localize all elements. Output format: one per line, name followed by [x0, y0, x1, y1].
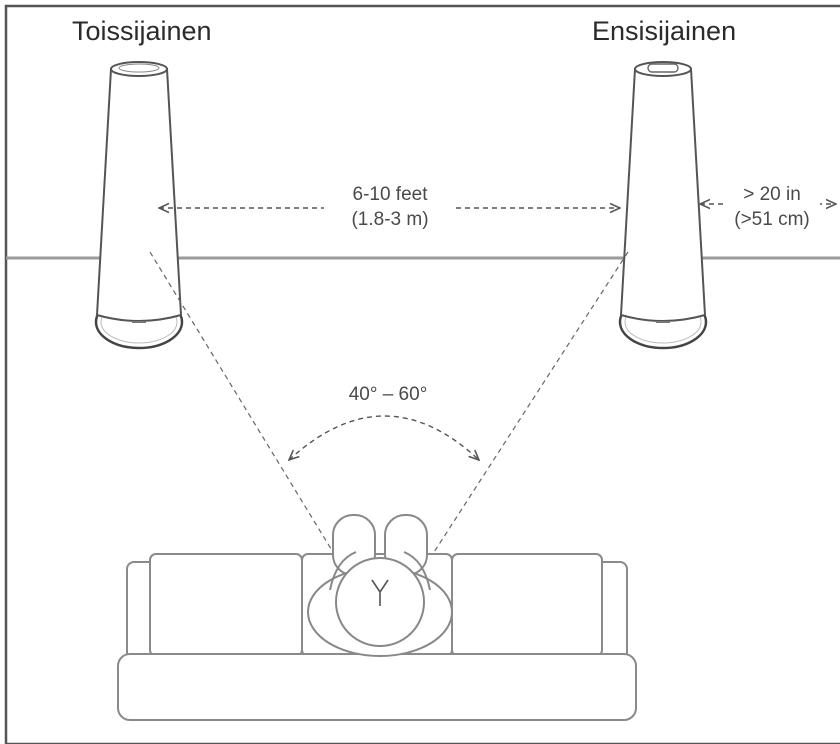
wall-distance-imperial: > 20 in [743, 184, 801, 205]
right-listening-line [415, 251, 629, 581]
primary-speaker-label: Ensisijainen [592, 16, 737, 46]
secondary-speaker-label: Toissijainen [72, 16, 212, 46]
listening-angle-label: 40° – 60° [348, 384, 428, 405]
secondary-speaker [94, 61, 184, 350]
speaker-distance-metric: (1.8-3 m) [351, 209, 429, 230]
left-listening-line [149, 251, 351, 581]
speaker-distance-label: 6-10 feet (1.8-3 m) [324, 180, 456, 234]
listener [307, 514, 453, 657]
room-border [4, 4, 840, 744]
wall-distance-label: > 20 in (>51 cm) [724, 180, 820, 234]
listening-angle-arc [289, 415, 479, 460]
wall-distance-metric: (>51 cm) [734, 209, 810, 230]
speaker-distance-imperial: 6-10 feet [352, 184, 428, 205]
primary-speaker [618, 61, 708, 350]
